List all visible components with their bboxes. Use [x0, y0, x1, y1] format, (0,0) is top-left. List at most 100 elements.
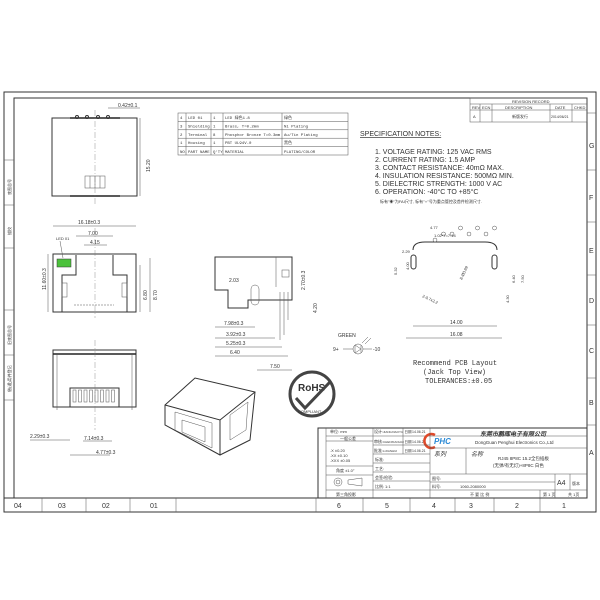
- rev-cell: 新版发行: [512, 113, 528, 119]
- dim-height: 11.60±0.3: [42, 268, 48, 290]
- rev-header: ECN: [482, 105, 491, 110]
- dim-slot: 2-0.7x2.2: [422, 293, 440, 305]
- dim-270: 2.70±0.3: [301, 270, 307, 290]
- pcb-hole: [475, 225, 480, 231]
- led-indicator: [56, 258, 72, 268]
- projection-label: 第三角投影: [336, 491, 356, 497]
- bom-cell: 1: [213, 142, 216, 146]
- terminal-pin: [72, 389, 77, 403]
- sheet-size: A4: [557, 480, 566, 487]
- pcb-hole: [483, 231, 489, 237]
- front-view: 16.18±0.3 7.00 4.15 LED 01 11.60±0.3 6.8…: [42, 220, 159, 318]
- dim-477: 4.77±0.3: [96, 450, 116, 456]
- check-date: 14.06.21: [412, 440, 426, 444]
- rev-header: DESCRIPTION: [505, 105, 532, 110]
- scale-label: 比例:: [375, 483, 384, 489]
- bom-cell: PBT UL94V-0: [225, 142, 252, 146]
- sheet-number: 第 1 页: [543, 491, 555, 497]
- date-label: 日期: [405, 439, 413, 444]
- part-label: 图号:: [432, 475, 441, 481]
- rev-cell: A: [473, 114, 476, 119]
- terminal-pin: [78, 389, 82, 403]
- dim-420: 4.20: [313, 303, 319, 313]
- side-label: 描校: [6, 227, 12, 235]
- bom-cell: Shielding: [188, 124, 210, 129]
- pcb-caption: Recommend PCB Layout: [413, 360, 497, 368]
- dim-1400: 14.00: [450, 320, 463, 326]
- side-label: 借(通)用件登记: [6, 365, 12, 392]
- approve-date: 14.06.21: [412, 449, 426, 453]
- rear-view: 2.29±0.3 7.14±0.3 4.77±0.3: [30, 340, 137, 456]
- bom-cell: LED 01: [188, 117, 203, 121]
- date-label: 日期: [405, 429, 413, 434]
- col-label: 4: [432, 503, 436, 510]
- isometric-view: [164, 377, 256, 456]
- led-symbol: GREEN 9+ -10: [333, 333, 380, 355]
- dim-width: 16.18±0.3: [78, 220, 100, 226]
- bom-header: MATERIAL: [225, 151, 245, 155]
- col-label: 5: [385, 503, 389, 510]
- dim-229: 2.29: [402, 249, 411, 254]
- dim-430: 4.30: [505, 294, 510, 303]
- col-label: 2: [515, 503, 519, 510]
- column-markers: 04 03 02 01 6 5 4 3 2 1: [14, 498, 566, 512]
- checker-label: 审核:: [374, 438, 383, 444]
- unit-label: 单位: mm: [330, 428, 348, 434]
- spec-note: 4. INSULATION RESISTANCE: 500MΩ MIN.: [375, 173, 514, 180]
- dim-750: 7.50: [520, 274, 525, 283]
- col-label: 6: [337, 503, 341, 510]
- spec-notes: SPECIFICATION NOTES: 1. VOLTAGE RATING: …: [360, 131, 514, 204]
- revision-title: REVISION RECORD: [512, 99, 550, 104]
- tol-row: .XXX ±0.05: [330, 458, 351, 463]
- col-label: 04: [14, 503, 22, 510]
- approver-label: 批准:: [374, 447, 383, 453]
- spec-note: 6. OPERATION: -40°C TO +85°C: [375, 188, 478, 196]
- led-pin-pos: 9+: [333, 347, 339, 353]
- bom-header: Q'TY: [213, 150, 223, 155]
- led-color-label: GREEN: [338, 333, 356, 339]
- dim-pin-width: 0.42±0.1: [118, 103, 138, 109]
- dim-203: 2.03: [229, 278, 239, 284]
- designer: JIANGXIAOYU: [383, 430, 403, 434]
- bom-cell: Housing: [188, 141, 205, 146]
- terminal-pin: [83, 389, 88, 403]
- bom-header: PLATING/COLOR: [284, 150, 316, 155]
- approver: LIJIANHUI: [383, 449, 397, 453]
- side-label: 底图总号: [6, 179, 12, 195]
- col-label: 03: [58, 503, 66, 510]
- bom-cell: Terminal: [188, 133, 208, 138]
- row-markers: G F E D C B A: [587, 112, 596, 457]
- dim-hole: 8-Ø0.89: [458, 265, 469, 281]
- bom-cell: LED 绿色1.8: [225, 114, 250, 121]
- dim-750: 7.50: [270, 364, 280, 370]
- part-name-line1: RJ45 8P8C 15.2全包插板: [498, 455, 550, 462]
- pcb-layout: 14.00 16.08 4.77 1.02*7=7.14 2.29 5.32 4…: [393, 225, 525, 386]
- rev-header: CHKD: [574, 105, 585, 110]
- dim-229: 2.29±0.3: [30, 434, 50, 440]
- sheet-note: 不 要 比 例: [470, 491, 489, 497]
- side-view: 2.03 2.70±0.3 4.20 7.98±0.3 3.92±0.3 5.2…: [214, 256, 319, 371]
- dim-400: 4.00: [405, 261, 410, 270]
- bom-cell: 1: [213, 125, 216, 129]
- led-label: LED 01: [56, 236, 70, 241]
- dim-pitch: 1.02*7=7.14: [434, 233, 456, 238]
- led-pin-neg: -10: [373, 347, 380, 353]
- dim-depth: 15.20: [146, 159, 152, 172]
- company-name-en: DongGuan Penghui Electronics Co.,Ltd: [475, 440, 554, 445]
- spec-title: SPECIFICATION NOTES:: [360, 131, 441, 138]
- terminal-pin: [111, 389, 115, 403]
- spec-note: 5. DIELECTRIC STRENGTH: 1000 V AC: [375, 181, 502, 188]
- pcb-hole: [432, 237, 438, 243]
- design-date: 14.06.21: [412, 430, 426, 434]
- dim-1608: 16.08: [450, 332, 463, 338]
- side-label: 旧底图总号: [6, 325, 12, 345]
- craft-label: 工艺:: [375, 466, 384, 471]
- row-label: E: [589, 248, 594, 255]
- checker: CHENXIAOHUI: [383, 440, 404, 444]
- bom-cell: 1: [180, 142, 183, 146]
- row-label: F: [589, 195, 593, 202]
- dim-870: 8.70: [153, 290, 159, 300]
- name-label: 名称: [471, 450, 484, 458]
- title-block: 一般公差 单位: mm .X ±0.20 .XX ±0.10 .XXX ±0.0…: [317, 427, 588, 499]
